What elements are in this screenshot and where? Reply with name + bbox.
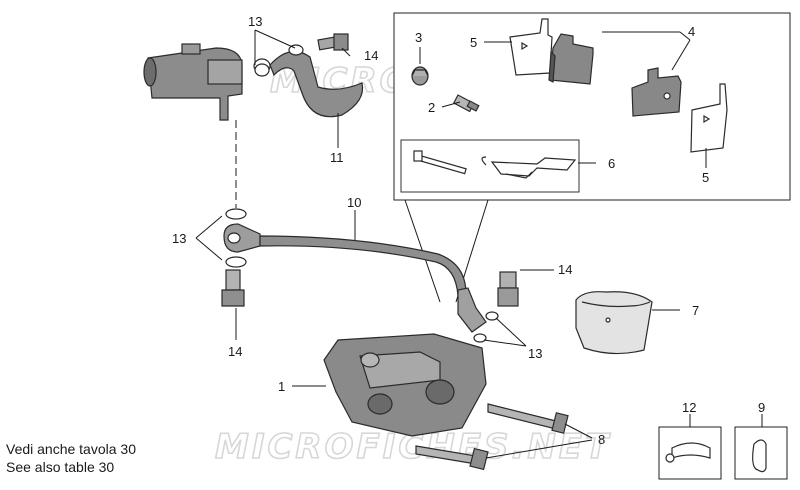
part-6-box <box>400 139 580 193</box>
part-7-cover <box>575 291 653 355</box>
callout-numbers: 13 14 11 3 2 5 4 5 6 10 13 14 14 7 13 1 … <box>172 14 765 447</box>
leader-lines <box>195 29 763 459</box>
callout-14-top: 14 <box>364 48 378 63</box>
callout-13-top: 13 <box>248 14 262 29</box>
callout-14-left: 14 <box>228 344 242 359</box>
left-banjo-fitting <box>223 208 261 268</box>
right-banjo-fitting <box>473 271 519 343</box>
callout-5-right: 5 <box>702 170 709 185</box>
callout-11: 11 <box>330 150 344 165</box>
note-italian: Vedi anche tavola 30 <box>6 441 136 457</box>
callout-14-right: 14 <box>558 262 572 277</box>
master-cylinder <box>143 43 243 121</box>
part-5-shim-left <box>509 18 553 76</box>
callout-2: 2 <box>428 100 435 115</box>
callout-10: 10 <box>347 195 361 210</box>
callout-8: 8 <box>598 432 605 447</box>
callout-13-right: 13 <box>528 346 542 361</box>
part-14-banjo-bolt-top <box>317 33 349 51</box>
callout-9: 9 <box>758 400 765 415</box>
part-4-brake-pad-right <box>631 67 682 117</box>
part-2-bleed-screw <box>452 94 480 113</box>
part-5-shim-right <box>690 83 728 153</box>
callout-13-left: 13 <box>172 231 186 246</box>
callout-6: 6 <box>608 156 615 171</box>
callout-12: 12 <box>682 400 696 415</box>
part-12-box <box>658 426 722 480</box>
part-8-bolts <box>415 403 569 471</box>
part-3-bleed-cap <box>411 66 429 86</box>
washers-top <box>254 44 304 77</box>
note-english: See also table 30 <box>6 459 115 475</box>
callout-3: 3 <box>415 30 422 45</box>
part-9-box <box>734 426 788 480</box>
part-1-caliper <box>323 333 487 437</box>
part-14-bolt-left <box>221 269 245 307</box>
callout-1: 1 <box>278 379 285 394</box>
callout-5-left: 5 <box>470 35 477 50</box>
part-4-brake-pad-left <box>548 33 594 85</box>
callout-4: 4 <box>688 24 695 39</box>
part-10-brake-hose <box>259 235 487 333</box>
callout-7: 7 <box>692 303 699 318</box>
